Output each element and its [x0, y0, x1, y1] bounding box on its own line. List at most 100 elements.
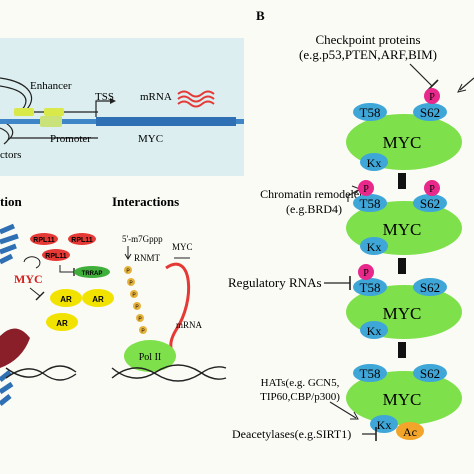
myc-ellipse: [346, 371, 462, 425]
myc-gene-label: MYC: [138, 133, 163, 145]
deacetylases-label: Deacetylases(e.g.SIRT1): [232, 427, 351, 441]
t58-site: [353, 364, 387, 382]
inhibition-bar: [35, 291, 45, 301]
s62-label: S62: [420, 105, 440, 120]
regulation-title: tion: [0, 194, 22, 209]
ar-bubble: [82, 289, 114, 307]
phospho-dot: [124, 266, 132, 274]
trrap-bubble: [74, 266, 110, 278]
kx-label: Kx: [377, 418, 392, 432]
t58-label: T58: [360, 105, 381, 120]
phospho-dot-label: P: [129, 281, 133, 287]
ar-label: AR: [56, 319, 68, 328]
phospho-circle: [358, 180, 374, 196]
cycle-arrow: [23, 256, 41, 269]
hats-arrowhead: [350, 411, 359, 420]
mrna-wave: [177, 90, 215, 98]
s62-site: [413, 364, 447, 382]
stage-connector: [398, 258, 406, 274]
phospho-dot: [139, 326, 147, 334]
phospho-circle: [424, 88, 440, 104]
stage-connector: [398, 342, 406, 358]
kx-site: [370, 415, 398, 433]
chromatin-label-line1: Chromatin remodelers: [260, 187, 368, 201]
protein-helix: [0, 370, 14, 406]
myc-unit: T58 S62 P MYC Kx: [346, 264, 462, 339]
t58-site: [353, 103, 387, 121]
phospho-dot: [136, 314, 144, 322]
dna-strand: [5, 368, 77, 381]
myc-label: MYC: [383, 304, 422, 323]
myc-label: MYC: [383, 390, 422, 409]
acetyl-site: [396, 422, 424, 440]
myc-unit: T58 S62 P MYC Kx: [346, 88, 462, 171]
myc-protein-chain: [165, 262, 191, 353]
chromatin-label-line2: (e.g.BRD4): [286, 202, 342, 216]
ar-bubble: [46, 313, 78, 331]
chromatin-arrow: [347, 189, 359, 202]
phospho-dot-label: P: [138, 317, 142, 323]
phospho-dot: [130, 290, 138, 298]
cap-label: 5'-m7Gppp: [122, 234, 163, 244]
gene-panel-background: [0, 38, 244, 176]
kx-site: [360, 153, 388, 171]
acetyl-label: Ac: [403, 425, 417, 439]
checkpoint-label-line1: Checkpoint proteins: [315, 32, 420, 47]
phospho-dot-label: P: [126, 269, 130, 275]
myc-label: MYC: [383, 133, 422, 152]
hats-arrow: [329, 401, 357, 419]
tss-arrow: [95, 100, 114, 117]
rpl11-bubble: [68, 233, 96, 245]
checkpoint-label-line2: (e.g.p53,PTEN,ARF,BIM): [299, 47, 437, 62]
phospho-chain: P P P P P P: [124, 266, 147, 335]
kx-site: [360, 321, 388, 339]
phospho-dot-label: P: [135, 305, 139, 311]
protein-structure: [0, 328, 30, 368]
promoter-label: Promoter: [50, 133, 91, 145]
myc-unit: T58 S62 MYC Kx Ac: [346, 364, 462, 440]
panel-b: B Checkpoint proteins (e.g.p53,PTEN,ARF,…: [228, 8, 474, 441]
s62-label: S62: [420, 280, 440, 295]
rpl11-bubble: [30, 233, 58, 245]
stage-connector: [398, 173, 406, 189]
phospho-label: P: [429, 92, 435, 103]
enhancer-region: [44, 108, 64, 116]
cap-arrowhead: [124, 253, 132, 260]
mrna-label: mRNA: [140, 91, 172, 103]
myc-label-left: MYC: [14, 272, 43, 286]
s62-site: [413, 278, 447, 296]
mrna-wave: [177, 95, 215, 103]
promoter-box: [40, 116, 62, 127]
s62-site: [413, 194, 447, 212]
phospho-label: P: [363, 268, 369, 279]
inhibition-line: [59, 265, 74, 273]
s62-label: S62: [420, 366, 440, 381]
phospho-dot-label: P: [141, 329, 145, 335]
rnmt-label: RNMT: [134, 253, 161, 263]
dna-strand: [111, 364, 227, 380]
phospho-label: P: [429, 184, 435, 195]
side-arrow: [459, 77, 474, 91]
enhancer-label: Enhancer: [30, 80, 72, 92]
interactions-panel: Interactions 5'-m7Gppp RNMT MYC mRNA P P…: [111, 194, 227, 382]
dna-strand: [111, 366, 227, 382]
factors-label: ctors: [0, 149, 21, 161]
kx-site: [360, 237, 388, 255]
mrna-label-interactions: mRNA: [176, 320, 203, 330]
s62-site: [413, 103, 447, 121]
regulatory-rnas-label: Regulatory RNAs: [228, 275, 322, 290]
dna-strand: [5, 365, 77, 378]
rpl11-label: RPL11: [33, 237, 55, 244]
interactions-title: Interactions: [112, 194, 179, 209]
t58-label: T58: [360, 280, 381, 295]
phospho-dot: [133, 302, 141, 310]
ar-bubble: [50, 289, 82, 307]
gene-structure-panel: Enhancer TSS mRNA Promoter MYC ctors: [0, 38, 244, 176]
checkpoint-inhibition-line: [409, 63, 433, 87]
phospho-dot-label: P: [132, 293, 136, 299]
myc-label: MYC: [383, 220, 422, 239]
t58-label: T58: [360, 366, 381, 381]
ar-label: AR: [60, 295, 72, 304]
phospho-dot: [127, 278, 135, 286]
kx-label: Kx: [367, 240, 382, 254]
